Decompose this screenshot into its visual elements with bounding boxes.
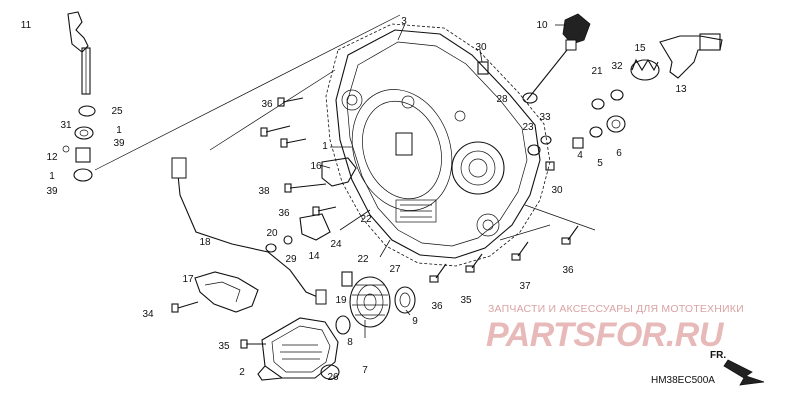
gearshift-arm-part[interactable] bbox=[659, 33, 723, 79]
callout-number[interactable]: 22 bbox=[357, 254, 369, 265]
callout-number[interactable]: 13 bbox=[675, 84, 687, 95]
crankcase-cover-part[interactable] bbox=[335, 29, 541, 259]
diagram-code: HM38EC500A bbox=[651, 375, 715, 386]
bracket-part[interactable] bbox=[321, 157, 357, 187]
guide-line bbox=[94, 14, 401, 171]
callout-number[interactable]: 24 bbox=[330, 239, 342, 250]
callout-number[interactable]: 1 bbox=[49, 171, 55, 182]
pin-part[interactable] bbox=[545, 161, 555, 171]
callout-number[interactable]: 4 bbox=[577, 150, 583, 161]
o-ring-part[interactable] bbox=[335, 315, 351, 335]
callout-number[interactable]: 35 bbox=[460, 295, 472, 306]
callout-number[interactable]: 23 bbox=[522, 122, 534, 133]
callout-number[interactable]: 18 bbox=[199, 237, 211, 248]
callout-number[interactable]: 22 bbox=[360, 214, 372, 225]
guide-line bbox=[524, 204, 596, 231]
callout-number[interactable]: 27 bbox=[389, 264, 401, 275]
callout-number[interactable]: 6 bbox=[616, 148, 622, 159]
clip-part[interactable] bbox=[62, 145, 70, 153]
sensor-part[interactable] bbox=[341, 271, 353, 287]
callout-number[interactable]: 35 bbox=[218, 341, 230, 352]
callout-number[interactable]: 2 bbox=[239, 367, 245, 378]
joint-part[interactable] bbox=[299, 213, 331, 241]
return-spring-part[interactable] bbox=[630, 58, 660, 81]
dowel-part[interactable] bbox=[477, 61, 489, 75]
callout-number[interactable]: 11 bbox=[21, 20, 32, 31]
oil-filter-part[interactable] bbox=[349, 276, 391, 328]
gasket-outline bbox=[325, 23, 551, 267]
washer-part[interactable] bbox=[265, 243, 277, 253]
callout-number[interactable]: 39 bbox=[46, 186, 58, 197]
callout-number[interactable]: 19 bbox=[335, 295, 347, 306]
front-arrow-icon bbox=[723, 359, 765, 386]
callout-number[interactable]: 17 bbox=[182, 274, 194, 285]
spring-part[interactable] bbox=[394, 286, 416, 314]
callout-number[interactable]: 36 bbox=[261, 99, 273, 110]
washer-part[interactable] bbox=[527, 144, 541, 156]
callout-number[interactable]: 33 bbox=[539, 112, 551, 123]
protector-part[interactable] bbox=[194, 271, 259, 313]
oil-seal-part[interactable] bbox=[74, 126, 94, 140]
guide-line bbox=[499, 224, 551, 241]
front-direction-label: FR. bbox=[710, 350, 726, 361]
callout-number[interactable]: 36 bbox=[562, 265, 574, 276]
callout-number[interactable]: 1 bbox=[116, 125, 122, 136]
o-ring-part[interactable] bbox=[522, 92, 538, 104]
callout-number[interactable]: 28 bbox=[496, 94, 508, 105]
collar-part[interactable] bbox=[78, 105, 96, 117]
o-ring-part[interactable] bbox=[283, 235, 293, 245]
callout-number[interactable]: 8 bbox=[347, 337, 353, 348]
callout-number[interactable]: 30 bbox=[475, 42, 487, 53]
guide-line bbox=[209, 69, 336, 151]
callout-number[interactable]: 31 bbox=[60, 120, 72, 131]
callout-number[interactable]: 1 bbox=[322, 141, 328, 152]
callout-number[interactable]: 16 bbox=[310, 161, 322, 172]
callout-number[interactable]: 34 bbox=[142, 309, 154, 320]
plug-part[interactable] bbox=[572, 115, 626, 149]
callout-number[interactable]: 9 bbox=[412, 316, 418, 327]
callout-number[interactable]: 32 bbox=[611, 61, 623, 72]
bolt-set bbox=[171, 97, 579, 349]
callout-number[interactable]: 29 bbox=[285, 254, 297, 265]
callout-number[interactable]: 7 bbox=[362, 365, 368, 376]
callout-number[interactable]: 10 bbox=[536, 20, 548, 31]
washer-part[interactable] bbox=[610, 89, 624, 101]
callout-number[interactable]: 5 bbox=[597, 158, 603, 169]
dowel-pin-part[interactable] bbox=[73, 147, 93, 182]
washer-part[interactable] bbox=[591, 98, 605, 110]
callout-number[interactable]: 3 bbox=[401, 16, 407, 27]
callout-number[interactable]: 38 bbox=[258, 186, 270, 197]
shift-shaft-part[interactable] bbox=[67, 11, 91, 95]
callout-number[interactable]: 26 bbox=[327, 372, 339, 383]
callout-number[interactable]: 39 bbox=[113, 138, 125, 149]
callout-number[interactable]: 37 bbox=[519, 281, 531, 292]
callout-number[interactable]: 25 bbox=[111, 106, 123, 117]
callout-number[interactable]: 36 bbox=[278, 208, 290, 219]
watermark-tagline: ЗАПЧАСТИ И АКСЕССУАРЫ ДЛЯ МОТОТЕХНИКИ bbox=[488, 303, 744, 315]
callout-number[interactable]: 12 bbox=[46, 152, 58, 163]
callout-number[interactable]: 14 bbox=[308, 251, 320, 262]
leader-lines bbox=[319, 23, 566, 338]
seal-part[interactable] bbox=[540, 135, 552, 145]
callout-number[interactable]: 36 bbox=[431, 301, 443, 312]
watermark-brand: PARTSFOR.RU bbox=[486, 316, 723, 354]
callout-number[interactable]: 20 bbox=[266, 228, 278, 239]
oil-pipe-part[interactable] bbox=[171, 157, 327, 305]
oil-level-gauge-part[interactable] bbox=[526, 13, 591, 101]
oil-filter-cover-part[interactable] bbox=[257, 317, 340, 381]
callout-number[interactable]: 21 bbox=[591, 66, 603, 77]
callout-number[interactable]: 30 bbox=[551, 185, 563, 196]
callout-number[interactable]: 15 bbox=[634, 43, 646, 54]
